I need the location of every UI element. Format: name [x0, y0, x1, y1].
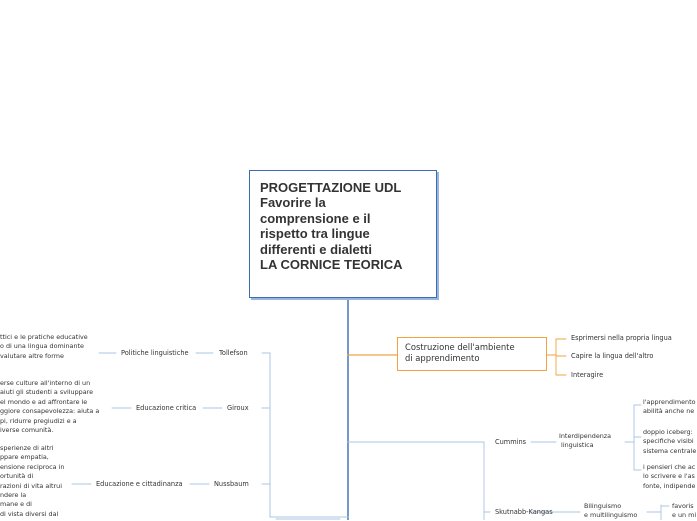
note-politiche: ttici e le pratiche educative o di una l…	[0, 333, 88, 360]
subtopic-interagire[interactable]: Interagire	[571, 371, 604, 379]
lower-right-connectors	[347, 404, 670, 520]
branch-left	[261, 352, 349, 518]
author-tollefson[interactable]: Tollefson	[219, 349, 248, 357]
author-giroux[interactable]: Giroux	[227, 404, 249, 412]
author-skutnabb-kangas[interactable]: Skutnabb-Kangas	[495, 508, 553, 516]
subtopic-esprimersi[interactable]: Esprimersi nella propria lingua	[571, 334, 672, 342]
subtopic-capire[interactable]: Capire la lingua dell'altro	[571, 352, 654, 360]
central-title-line: differenti e dialetti	[260, 241, 372, 257]
topic-interdipendenza[interactable]: Interdipendenza linguistica	[559, 432, 612, 450]
topic-ambiente-apprendimento[interactable]: Costruzione dell'ambiente di apprendimen…	[397, 337, 547, 371]
author-nussbaum[interactable]: Nussbaum	[214, 480, 249, 488]
note-cummins-1: l'apprendimento abilità anche ne	[643, 398, 696, 416]
central-title-line: LA CORNICE TEORICA	[260, 257, 403, 273]
note-cummins-3: i pensieri che ac lo scrivere e l'as fon…	[643, 463, 696, 490]
note-educazione-critica: erse culture all'interno di un aiuti gli…	[0, 379, 100, 435]
topic-bilinguismo[interactable]: Bilinguismo e multilinguismo	[584, 502, 638, 520]
note-cummins-2: doppio iceberg: specifiche visibi sistem…	[643, 428, 697, 455]
topic-line: Costruzione dell'ambiente	[405, 342, 515, 352]
central-title-line: comprensione e il	[260, 210, 371, 226]
central-title-line: Favorire la	[260, 195, 326, 211]
topic-educazione-cittadinanza[interactable]: Educazione e cittadinanza	[96, 480, 183, 488]
topic-educazione-critica[interactable]: Educazione critica	[136, 404, 197, 412]
topic-line: di apprendimento	[405, 353, 480, 363]
central-title-line: PROGETTAZIONE UDL	[260, 180, 402, 195]
author-cummins[interactable]: Cummins	[495, 438, 527, 446]
topic-politiche-linguistiche[interactable]: Politiche linguistiche	[121, 349, 189, 357]
central-topic[interactable]: PROGETTAZIONE UDL Favorire la comprensio…	[249, 170, 437, 298]
branch-right-items	[546, 338, 567, 376]
central-title-line: rispetto tra lingue	[260, 226, 370, 242]
note-skutnabb: favoris e un mi	[672, 502, 697, 520]
note-educazione-cittadinanza: sperienze di altri ppare empatia, ension…	[0, 444, 65, 518]
